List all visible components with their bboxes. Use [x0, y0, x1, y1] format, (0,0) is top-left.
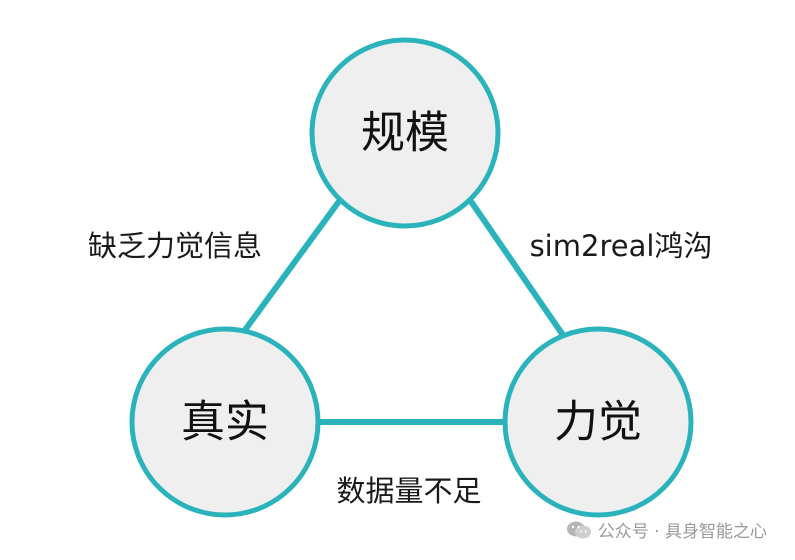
- edge-label-right: sim2real鸿沟: [530, 229, 713, 263]
- edge-scale-real: [242, 197, 343, 333]
- node-scale: 规模: [309, 37, 501, 229]
- node-scale-circle: [309, 37, 501, 229]
- node-force-circle: [502, 326, 694, 518]
- watermark-text: 公众号 · 具身智能之心: [597, 522, 767, 542]
- node-real: 真实: [129, 326, 321, 518]
- node-scale-label: 规模: [361, 108, 449, 159]
- node-force: 力觉: [502, 326, 694, 518]
- watermark: 公众号 · 具身智能之心: [566, 517, 767, 542]
- wechat-icon: [566, 521, 591, 538]
- edge-label-left: 缺乏力觉信息: [88, 229, 262, 263]
- edge-scale-force: [467, 197, 568, 341]
- edge-label-bottom: 数据量不足: [336, 474, 481, 508]
- node-real-label: 真实: [181, 397, 269, 448]
- node-real-circle: [129, 326, 321, 518]
- node-force-label: 力觉: [554, 397, 642, 448]
